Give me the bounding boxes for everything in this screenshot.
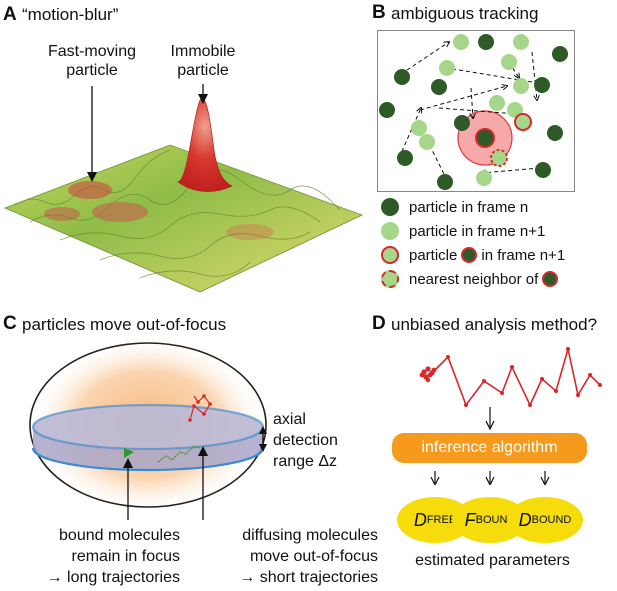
panel-b-letter: B	[372, 2, 386, 23]
focal-dot-icon	[542, 271, 559, 287]
fast-bump	[226, 224, 274, 240]
param-f-bound-sub: BOUND	[475, 514, 516, 526]
param-d-free-sub: FREE	[426, 514, 457, 526]
nearest-neighbor-particle	[490, 149, 508, 167]
estimated-parameters-label: estimated parameters	[415, 552, 570, 569]
immobile-label: Immobile particle	[155, 42, 251, 80]
panel-a-letter: A	[3, 4, 17, 25]
trajectory-points	[446, 347, 602, 407]
legend-text-4: nearest neighbor of	[409, 270, 539, 288]
legend-item-neighbor: nearest neighbor of	[381, 268, 562, 290]
fast-bump	[92, 202, 148, 222]
focus-diagram	[28, 335, 268, 520]
fast-bump	[44, 207, 80, 221]
legend-text-3b: in frame n+1	[481, 246, 566, 264]
focal-plane-bottom	[31, 447, 265, 472]
axial-range-label: axial detection range Δz	[273, 409, 338, 472]
fast-arrow-head	[87, 172, 97, 182]
param-d-bound-sub: BOUND	[531, 514, 572, 526]
fast-moving-line1: Fast-moving	[47, 43, 137, 60]
panel-d-letter: D	[372, 313, 386, 334]
legend-text-1: particle in frame n	[409, 198, 529, 216]
diff-line1: diffusing molecules	[242, 527, 378, 544]
dark-dot-icon	[381, 198, 399, 216]
param-d-bound-main: D	[518, 509, 532, 530]
focal-particle	[475, 128, 495, 148]
green-trajectory	[157, 445, 201, 463]
diffusing-molecules-label: diffusing molecules move out-of-focus → …	[188, 525, 378, 588]
legend-text-2: particle in frame n+1	[409, 222, 546, 240]
ringed-dot-icon	[381, 246, 399, 264]
panel-c-letter: C	[3, 313, 17, 334]
cluster-points	[419, 366, 437, 383]
panel-b-title: ambiguous tracking	[391, 4, 539, 23]
light-dot-icon	[381, 222, 399, 240]
panel-a-title: “motion-blur”	[22, 5, 119, 24]
tracking-diagram	[379, 34, 568, 190]
legend-item-frame-n: particle in frame n	[381, 196, 528, 218]
surface-plot	[3, 84, 364, 293]
param-d-free-main: D	[413, 509, 427, 530]
true-next-particle	[514, 113, 532, 131]
red-points	[188, 394, 212, 422]
fast-moving-label: Fast-moving particle	[22, 42, 162, 80]
axial-line2: detection	[273, 432, 338, 449]
bound-line2: remain in focus	[71, 548, 181, 565]
frame-n-particles	[379, 34, 568, 190]
inference-algorithm-box: inference algorithm	[392, 433, 587, 463]
focal-dot-icon	[461, 247, 478, 263]
dashed-dot-icon	[381, 270, 399, 288]
panel-c-title: particles move out-of-focus	[22, 315, 227, 334]
frame-n1-particles	[411, 34, 529, 186]
immobile-line2: particle	[177, 62, 229, 79]
focal-plane-top	[31, 403, 265, 451]
volume-outline	[29, 342, 267, 508]
axial-line1: axial	[273, 411, 306, 428]
legend-item-match: particle in frame n+1	[381, 244, 565, 266]
inference-algorithm-label: inference algorithm	[421, 439, 558, 456]
bound-molecules-label: bound molecules remain in focus → long t…	[2, 525, 180, 588]
axial-line3: range Δz	[273, 453, 338, 470]
diffusing-arrow-head	[198, 446, 208, 456]
fast-moving-line2: particle	[66, 62, 118, 79]
bound-line3: → long trajectories	[46, 569, 180, 586]
long-trajectory	[433, 348, 601, 407]
immobile-arrow-head	[198, 94, 208, 104]
bound-molecule	[124, 448, 134, 458]
diff-line3: → short trajectories	[239, 569, 378, 586]
tracking-box	[377, 30, 575, 192]
immobile-peak	[177, 98, 233, 192]
trajectory-sketch	[419, 347, 602, 485]
param-f-bound-main: F	[464, 509, 476, 530]
legend-item-frame-n1: particle in frame n+1	[381, 220, 545, 242]
legend-text-3a: particle	[409, 246, 458, 264]
bound-line1: bound molecules	[59, 527, 180, 544]
fast-bump	[68, 181, 112, 199]
panel-d-title: unbiased analysis method?	[391, 315, 598, 334]
immobile-line1: Immobile	[170, 43, 236, 60]
diff-line2: move out-of-focus	[249, 548, 378, 565]
bound-arrow-head	[123, 458, 133, 468]
